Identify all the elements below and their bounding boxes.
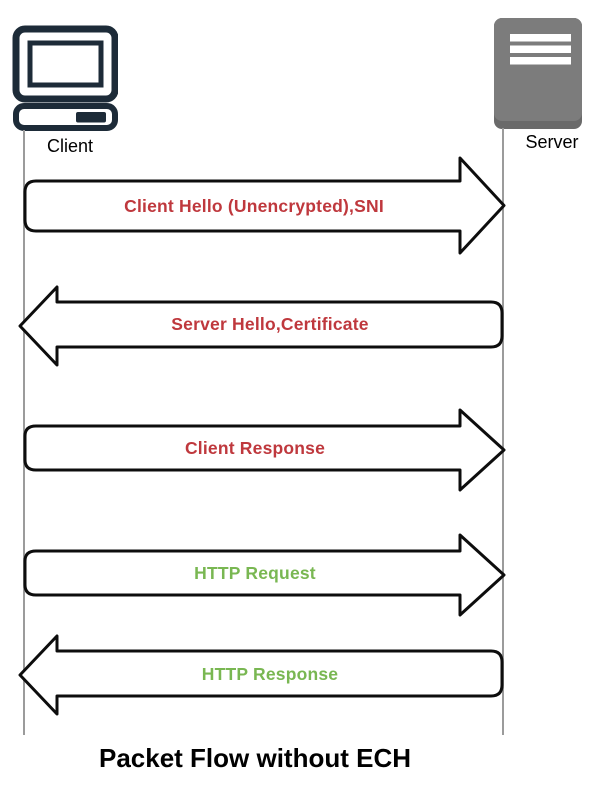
server-icon [494,18,582,129]
diagram-title: Packet Flow without ECH [98,743,412,773]
server-lifeline [502,128,504,735]
server-label: Server [525,132,579,152]
client-label: Client [46,136,94,156]
message-label: Client Hello (Unencrypted),SNI [124,195,384,216]
client-computer-icon [12,25,118,131]
message-arrow-right [23,156,506,255]
message-arrow-left [18,285,504,367]
message-label: Server Hello,Certificate [171,314,369,334]
message-label: HTTP Response [201,664,339,684]
message-arrow-right [23,533,506,617]
message-label: Client Response [184,437,326,458]
message-arrow-left [18,634,504,716]
message-label: HTTP Request [194,562,316,583]
message-arrow-right [23,408,506,492]
